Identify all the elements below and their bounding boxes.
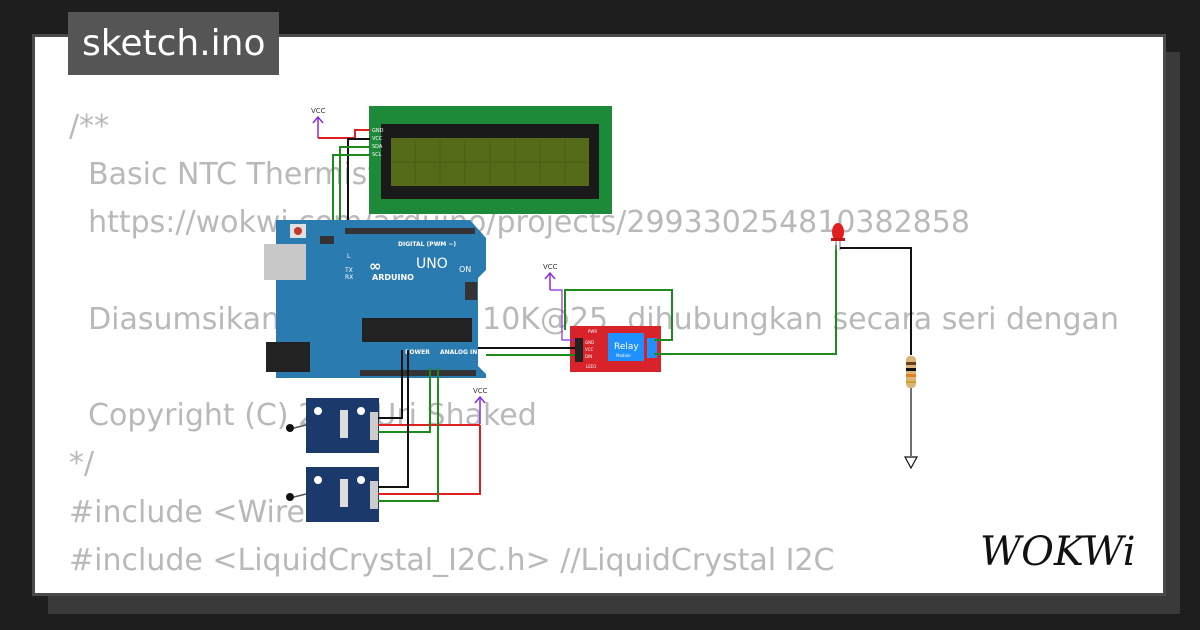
l-label: L [347,253,351,260]
svg-text:VCC: VCC [311,107,326,115]
relay-sublabel: Module [616,353,631,358]
code-line: /** [69,109,110,144]
vcc-symbol-ntc: VCC [473,387,488,424]
lcd-pin-gnd: GND [372,128,384,134]
relay-pin-din: DIN [585,354,592,359]
relay-module[interactable]: Relay Module GND VCC DIN PWR LED1 [570,326,661,372]
code-line: Basic NTC Thermist [69,157,380,193]
arduino-model-label: UNO [416,256,448,272]
vcc-symbol-relay: VCC [543,263,558,290]
led-wire [840,247,912,355]
relay-pin-vcc: VCC [585,347,594,352]
digital-header-label: DIGITAL (PWM ~) [398,241,456,248]
lcd-pin-sda: SDA [372,144,383,150]
relay-wires [478,245,837,356]
arduino-uno-board[interactable]: ∞ UNO ARDUINO DIGITAL (PWM ~) ANALOG IN … [264,220,486,378]
lcd-wires [318,129,370,222]
relay-led-label: LED1 [586,364,597,369]
rx-label: RX [345,274,353,281]
power-header-label: POWER [405,349,430,356]
ntc-sensor-1[interactable] [286,398,379,453]
analog-header-label: ANALOG IN [440,349,477,356]
file-title: sketch.ino [68,12,280,75]
lcd-display[interactable]: GND VCC SDA SCL [369,106,612,214]
arduino-brand-label: ARDUINO [372,273,414,282]
ntc-sensor-2[interactable] [286,467,379,522]
svg-text:WOKWi: WOKWi [980,529,1136,575]
relay-label: Relay [614,342,639,352]
red-led[interactable] [831,223,845,250]
ground-symbol [903,456,919,470]
code-line: Diasumsikan C 10K@25 dihubungkan secara … [69,301,1119,337]
relay-pwr-label: PWR [588,329,597,334]
code-line: Copyright (C) 2 Uri Shaked [69,398,537,434]
code-text: /** Basic NTC Thermist https://wokwi.com… [69,103,1119,585]
relay-pin-gnd: GND [585,340,594,345]
code-area: /** Basic NTC Thermist https://wokwi.com… [35,37,1163,593]
resistor[interactable] [906,356,916,388]
on-label: ON [459,265,471,274]
ntc-wires [378,350,481,502]
code-line: */ [69,446,95,482]
vcc-symbol-lcd: VCC [311,107,326,138]
svg-text:VCC: VCC [473,387,488,395]
tx-label: TX [344,267,353,274]
lcd-pin-vcc: VCC [372,136,383,142]
code-line: #include <LiquidCrystal_I2C.h> //LiquidC… [69,542,835,578]
code-line: #include <Wire. [69,494,315,530]
svg-text:VCC: VCC [543,263,558,271]
wokwi-logo: WOKWi [980,529,1136,575]
arduino-logo-symbol: ∞ [369,257,382,275]
lcd-pin-scl: SCL [372,152,382,158]
